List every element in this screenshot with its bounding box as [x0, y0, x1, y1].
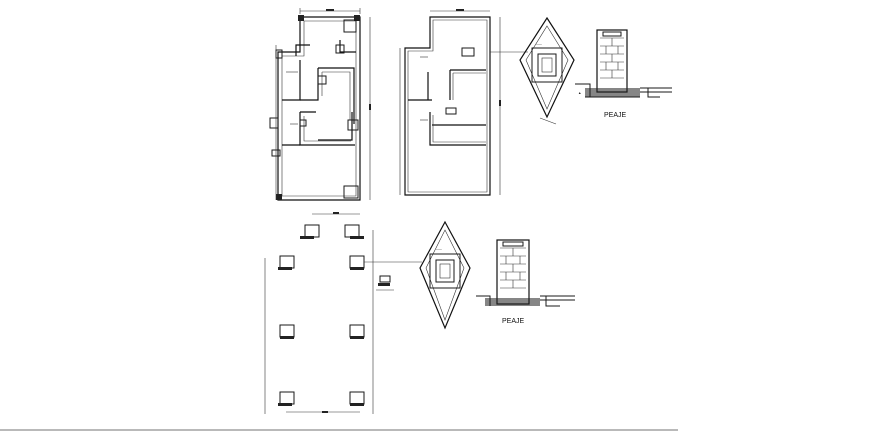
detail-label-top: PEAJE	[604, 112, 627, 119]
svg-text:‒‒‒: ‒‒‒	[436, 247, 442, 251]
pier-section-bottom: PEAJE	[476, 239, 575, 325]
pier-section-top: ▲ PEAJE	[575, 29, 672, 119]
floor-plan-2	[399, 9, 528, 196]
footing-row	[278, 224, 365, 406]
svg-text:‒‒‒: ‒‒‒	[536, 42, 542, 46]
foundation-plan-1	[269, 8, 371, 201]
detail-label-bottom: PEAJE	[502, 318, 525, 325]
diamond-detail-top: ‒‒‒	[519, 16, 575, 125]
footing-plan-3	[264, 212, 422, 414]
diamond-detail-bottom: ‒‒‒	[419, 220, 471, 330]
svg-text:▲: ▲	[578, 91, 581, 95]
